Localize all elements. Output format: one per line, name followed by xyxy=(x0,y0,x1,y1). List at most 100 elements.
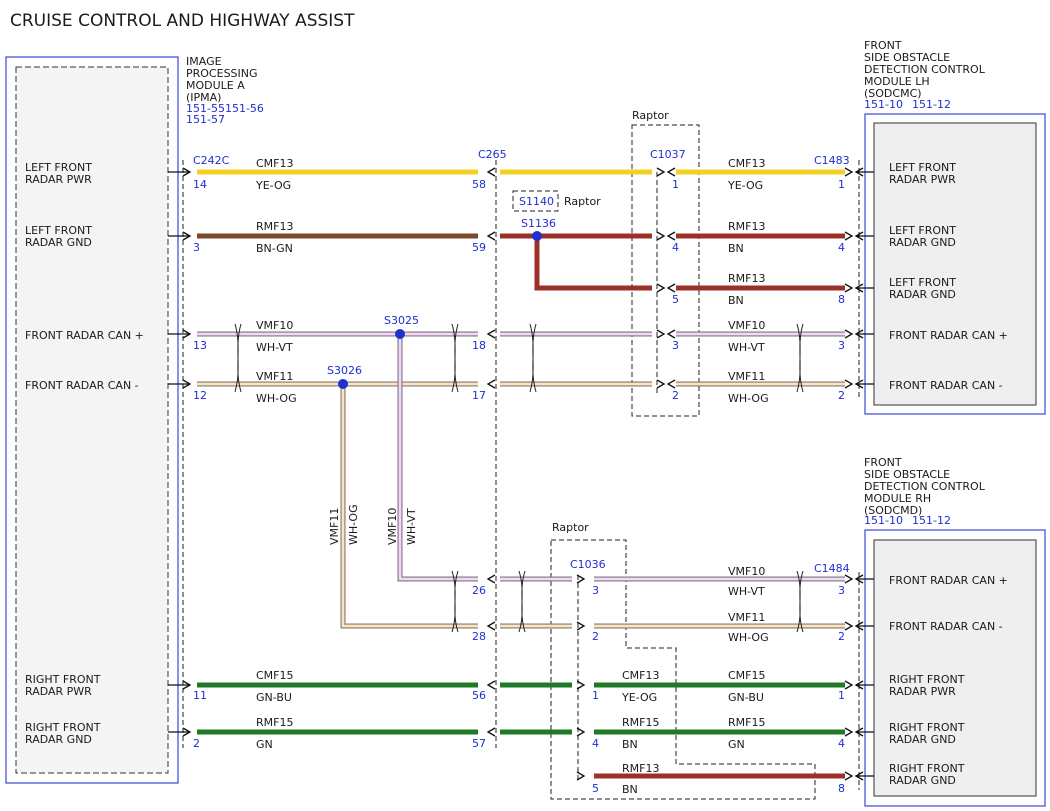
lh-name-line: FRONT xyxy=(864,39,902,52)
ipma-ref: 151-57 xyxy=(186,113,225,126)
pin-number: 1 xyxy=(838,689,845,702)
rh-name-line: FRONT xyxy=(864,456,902,469)
wire-color: YE-OG xyxy=(255,179,291,192)
pin-number: 57 xyxy=(472,737,486,750)
twisted-pair-icon xyxy=(518,570,526,633)
connector-arrow-icon xyxy=(844,167,854,177)
connector-arrow-icon xyxy=(844,727,854,737)
connector-arrow-icon xyxy=(486,574,496,584)
pin-number: 58 xyxy=(472,178,486,191)
wire-color: BN xyxy=(728,242,744,255)
twisted-pair-icon xyxy=(796,323,804,393)
connector-arrow-icon xyxy=(576,680,586,690)
wire-circuit: RMF15 xyxy=(256,716,293,729)
wire-color: WH-OG xyxy=(256,392,297,405)
connector-arrow-icon xyxy=(844,283,854,293)
connector-arrow-icon xyxy=(576,727,586,737)
wire-vmf11 xyxy=(340,384,478,629)
wire-color: YE-OG xyxy=(621,691,657,704)
twisted-pair-icon xyxy=(451,323,459,393)
rh-pin-label: FRONT RADAR CAN - xyxy=(889,620,1003,633)
lh-ref: 151-10 xyxy=(864,98,903,111)
connector-c242c: C242C xyxy=(193,154,230,167)
connector-arrow-icon xyxy=(844,574,854,584)
connector-c265: C265 xyxy=(478,148,507,161)
pin-number: 1 xyxy=(672,178,679,191)
connector-arrow-icon xyxy=(656,167,666,177)
wire-circuit: VMF11 xyxy=(256,370,293,383)
pin-number: 3 xyxy=(838,584,845,597)
rh-name-line: DETECTION CONTROL xyxy=(864,480,986,493)
connector-arrow-icon xyxy=(182,727,192,737)
pin-number: 3 xyxy=(672,339,679,352)
sodcmd-module: FRONT SIDE OBSTACLE DETECTION CONTROL MO… xyxy=(864,456,1046,807)
ipma-name-line: MODULE A xyxy=(186,79,245,92)
wire-color: WH-VT xyxy=(256,341,293,354)
rh-body xyxy=(873,539,1037,797)
splice-s3026-dot xyxy=(338,379,348,389)
pin-number: 26 xyxy=(472,584,486,597)
rh-pin-label: RADAR PWR xyxy=(889,685,956,698)
pin-number: 56 xyxy=(472,689,486,702)
wire-color: GN-BU xyxy=(256,691,292,704)
connector-arrow-icon xyxy=(666,379,676,389)
wire-circuit: VMF10 xyxy=(386,508,399,545)
lh-pin-label: RADAR GND xyxy=(889,236,956,249)
pin-number: 1 xyxy=(592,689,599,702)
ipma-name-line: IMAGE xyxy=(186,55,222,68)
wire-color: YE-OG xyxy=(727,179,763,192)
rh-pin-label: RADAR GND xyxy=(889,774,956,787)
lh-name-line: MODULE LH xyxy=(864,75,930,88)
wire-vmf11-fill xyxy=(341,384,478,628)
pin-number: 2 xyxy=(193,737,200,750)
lh-name-line: (SODCMC) xyxy=(864,87,922,100)
connector-arrow-icon xyxy=(486,231,496,241)
twisted-pair-markers xyxy=(234,323,804,633)
pin-number: 2 xyxy=(592,630,599,643)
lh-name-line: SIDE OBSTACLE xyxy=(864,51,950,64)
lh-pin-label: LEFT FRONT xyxy=(889,276,956,289)
pin-number: 13 xyxy=(193,339,207,352)
connector-c1484: C1484 xyxy=(814,562,850,575)
rh-pin-label: RIGHT FRONT xyxy=(889,721,965,734)
connector-c1037: C1037 xyxy=(650,148,686,161)
splice-s3025: S3025 xyxy=(384,314,419,327)
ipma-pin-label: RADAR PWR xyxy=(25,685,92,698)
wire-circuit: VMF11 xyxy=(728,370,765,383)
pin-number: 14 xyxy=(193,178,207,191)
wire-circuit: CMF15 xyxy=(728,669,766,682)
pin-number: 59 xyxy=(472,241,486,254)
splice-s3026: S3026 xyxy=(327,364,362,377)
connector-arrow-icon xyxy=(656,329,666,339)
connector-arrow-icon xyxy=(844,680,854,690)
wire-color: GN xyxy=(728,738,745,751)
wires xyxy=(197,169,845,779)
connector-arrow-icon xyxy=(182,329,192,339)
splice-s1136-dot xyxy=(532,231,542,241)
rh-pin-label: FRONT RADAR CAN + xyxy=(889,574,1008,587)
pin-number: 12 xyxy=(193,389,207,402)
rh-name-line: (SODCMD) xyxy=(864,504,922,517)
wire-circuit: RMF13 xyxy=(622,762,659,775)
rh-ref: 151-10 xyxy=(864,514,903,527)
pin-number: 4 xyxy=(838,241,845,254)
connector-c1483: C1483 xyxy=(814,154,850,167)
rh-pin-label: RIGHT FRONT xyxy=(889,673,965,686)
connector-arrow-icon xyxy=(666,329,676,339)
pin-number: 17 xyxy=(472,389,486,402)
wire-color: GN-BU xyxy=(728,691,764,704)
lh-pin-label: RADAR PWR xyxy=(889,173,956,186)
wire-color: WH-OG xyxy=(728,392,769,405)
pin-number: 5 xyxy=(592,782,599,795)
wire-color: BN-GN xyxy=(256,242,293,255)
twisted-pair-icon xyxy=(451,570,459,633)
ipma-ref: 151-55151-56 xyxy=(186,102,264,115)
wire-circuit: CMF13 xyxy=(622,669,660,682)
raptor-box-bottom xyxy=(550,539,816,800)
connector-arrow-icon xyxy=(844,231,854,241)
pin-number: 4 xyxy=(672,241,679,254)
ipma-name-line: (IPMA) xyxy=(186,91,221,104)
wire-circuit: VMF11 xyxy=(328,508,341,545)
lh-pin-label: LEFT FRONT xyxy=(889,161,956,174)
splice-s3025-dot xyxy=(395,329,405,339)
